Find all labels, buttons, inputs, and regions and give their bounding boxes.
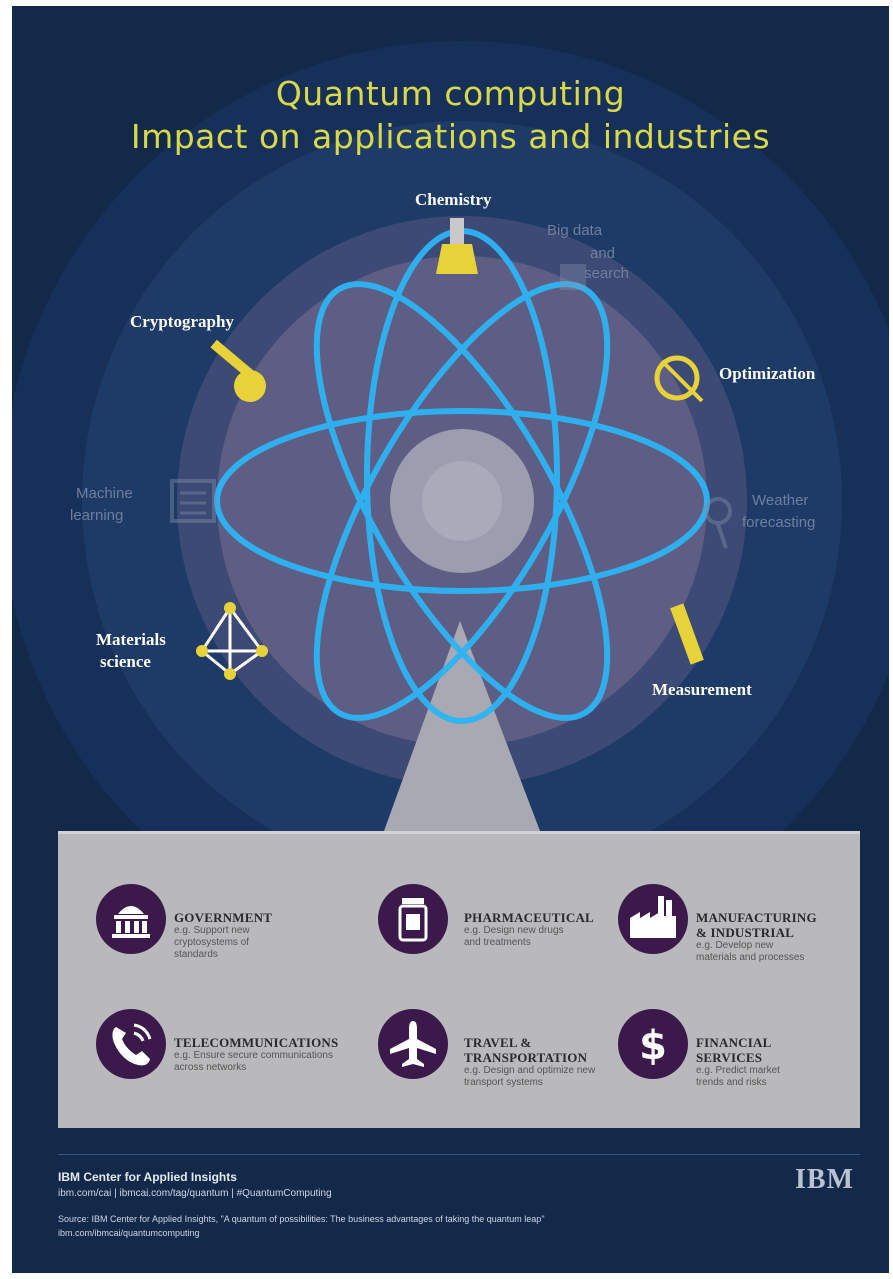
- orbit-falling: [313, 281, 611, 721]
- footer-org: IBM Center for Applied Insights: [58, 1170, 237, 1184]
- capitol-building-icon: [96, 884, 166, 954]
- label-big-data-line-3: search: [584, 265, 630, 282]
- airplane-icon: [378, 1009, 448, 1079]
- orbit-rising: [313, 281, 611, 721]
- industries-panel: GOVERNMENT e.g. Support new cryptosystem…: [58, 831, 860, 1128]
- spotlight-beam: [384, 621, 540, 831]
- orbit-horizontal: [214, 408, 710, 594]
- title-line-1: Quantum computing: [275, 74, 626, 113]
- industry-desc-line-1: e.g. Design and optimize new: [464, 1065, 596, 1076]
- label-optimization: Optimization: [719, 364, 816, 383]
- label-big-data-line-2: and: [590, 245, 616, 262]
- industry-name: PHARMACEUTICAL: [464, 910, 594, 925]
- machine-learning-icon: [170, 479, 216, 523]
- weather-icon: [704, 497, 732, 549]
- industry-name-line-2: TRANSPORTATION: [464, 1050, 588, 1065]
- label-weather-line-1: Weather: [752, 492, 809, 509]
- infographic-poster: Quantum computing Impact on applications…: [12, 6, 889, 1273]
- big-data-icon: [560, 264, 586, 290]
- ruler-icon: [670, 603, 704, 665]
- industry-name: TRAVEL &: [464, 1035, 532, 1050]
- footer-source-line-1: Source: IBM Center for Applied Insights,…: [58, 1214, 545, 1224]
- footer-divider: [58, 1154, 860, 1155]
- phone-icon: [96, 1009, 166, 1079]
- atom-diagram: [12, 41, 889, 836]
- title-line-2: Impact on applications and industries: [130, 117, 771, 156]
- industry-name: MANUFACTURING: [696, 910, 817, 925]
- industry-name-line-2: SERVICES: [696, 1050, 763, 1065]
- industry-government: GOVERNMENT e.g. Support new cryptosystem…: [96, 884, 336, 984]
- label-big-data-line-1: Big data: [547, 222, 603, 239]
- electron-orbits: [214, 228, 710, 724]
- industry-financial: $ FINANCIAL SERVICES e.g. Predict market…: [618, 1009, 858, 1109]
- label-cryptography: Cryptography: [130, 312, 234, 331]
- industry-desc-line-2: transport systems: [464, 1077, 543, 1088]
- footer: IBM Center for Applied Insights ibm.com/…: [58, 1146, 860, 1266]
- label-measurement: Measurement: [652, 680, 752, 699]
- factory-icon: [618, 884, 688, 954]
- label-chemistry: Chemistry: [415, 190, 492, 209]
- label-materials-line-1: Materials: [96, 630, 166, 649]
- svg-text:$: $: [639, 1023, 667, 1069]
- footer-links[interactable]: ibm.com/cai | ibmcai.com/tag/quantum | #…: [58, 1188, 332, 1199]
- industry-desc-line-2: materials and processes: [696, 952, 805, 963]
- industry-name-line-2: & INDUSTRIAL: [696, 925, 795, 940]
- industry-name: GOVERNMENT: [174, 910, 273, 925]
- molecule-icon: [196, 602, 268, 680]
- gauge-icon: [654, 355, 704, 403]
- industry-travel: TRAVEL & TRANSPORTATION e.g. Design and …: [378, 1009, 618, 1109]
- industry-name: TELECOMMUNICATIONS: [174, 1035, 339, 1050]
- industry-desc-line-1: e.g. Ensure secure communications: [174, 1050, 333, 1061]
- industry-manufacturing: MANUFACTURING & INDUSTRIAL e.g. Develop …: [618, 884, 858, 984]
- dollar-icon: $: [618, 1009, 688, 1079]
- label-materials-line-2: science: [100, 652, 151, 671]
- label-machine-line-1: Machine: [76, 485, 133, 502]
- industry-desc-line-1: e.g. Predict market: [696, 1065, 780, 1076]
- industry-pharmaceutical: PHARMACEUTICAL e.g. Design new drugs and…: [378, 884, 618, 984]
- industry-desc-line-2: across networks: [174, 1062, 247, 1073]
- label-machine-line-2: learning: [70, 507, 124, 524]
- industry-desc-line-2: trends and risks: [696, 1077, 767, 1088]
- industry-desc-line-3: standards: [174, 949, 218, 960]
- flask-icon: [436, 218, 478, 274]
- industry-name: FINANCIAL: [696, 1035, 772, 1050]
- ibm-logo: IBM: [795, 1164, 854, 1195]
- label-weather-line-2: forecasting: [742, 514, 816, 531]
- medicine-bottle-icon: [378, 884, 448, 954]
- industry-desc-line-1: e.g. Support new: [174, 925, 250, 936]
- footer-source-line-2[interactable]: ibm.com/ibmcai/quantumcomputing: [58, 1228, 200, 1238]
- industry-desc-line-2: and treatments: [464, 937, 531, 948]
- industry-desc-line-1: e.g. Develop new: [696, 940, 774, 951]
- industry-desc-line-2: cryptosystems of: [174, 937, 250, 948]
- industry-telecommunications: TELECOMMUNICATIONS e.g. Ensure secure co…: [96, 1009, 339, 1109]
- industry-desc-line-1: e.g. Design new drugs: [464, 925, 564, 936]
- key-icon: [210, 339, 266, 402]
